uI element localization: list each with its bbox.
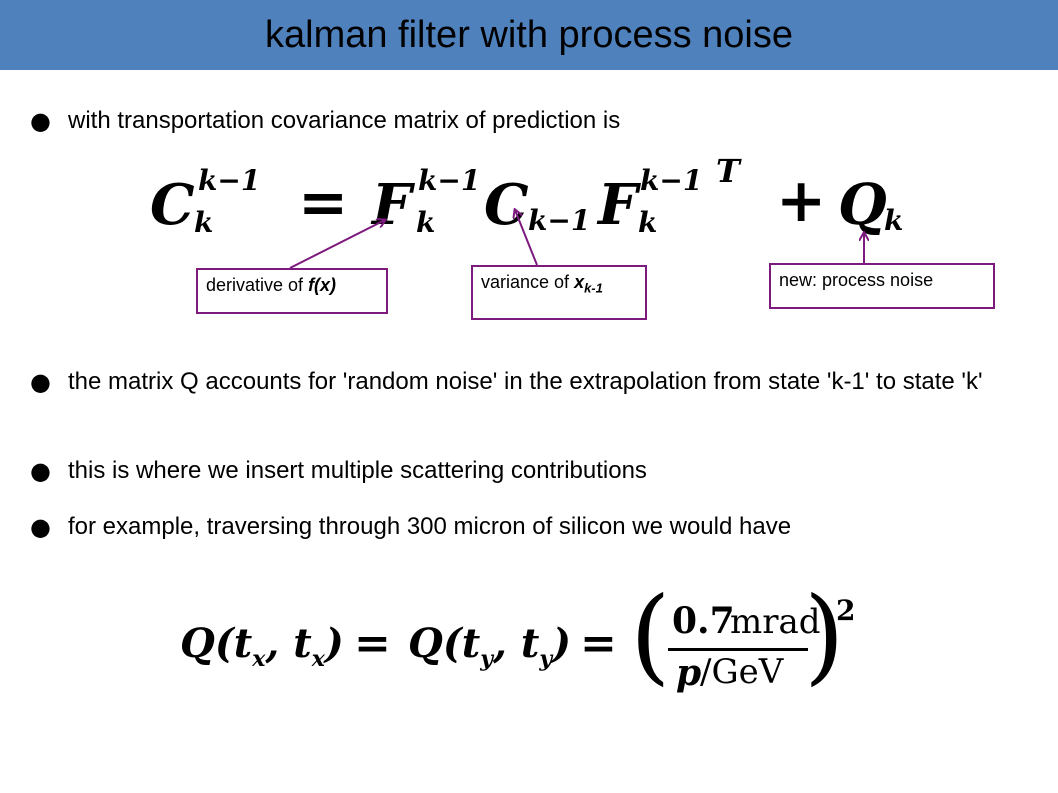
title-bar <box>0 0 1058 70</box>
eq2-q2-sub2: y <box>539 646 553 672</box>
bullet-text: with transportation covariance matrix of… <box>68 107 621 134</box>
bullet-text: for example, traversing through 300 micr… <box>68 513 792 540</box>
annotation-variance: variance of xk-1 <box>471 265 647 320</box>
bullet-text: the matrix Q accounts for 'random noise'… <box>68 368 983 395</box>
eq2-q1-sub2: x <box>311 646 325 672</box>
eq2-q2-close: ) <box>552 620 572 667</box>
eq2-q1-sub1: x <box>252 646 266 672</box>
eq1-lhs-sup: k−1 <box>198 164 261 197</box>
eq2-numerator-unit: mrad <box>730 602 821 642</box>
eq1-ft-base: F <box>598 172 638 238</box>
arrow-derivative <box>289 220 385 269</box>
eq1-f-sup: k−1 <box>418 164 481 197</box>
bullet-marker: ● <box>30 107 51 135</box>
eq2-q2-mid: , t <box>493 620 540 667</box>
eq1-lhs-sub: k <box>194 206 214 239</box>
eq2-denominator-var: p <box>676 652 702 694</box>
eq1-lhs-base: C <box>150 172 195 238</box>
eq1-q-base: Q <box>838 172 887 238</box>
eq2-q1: Q(tx, tx) <box>180 620 344 672</box>
eq2-left-paren: ( <box>630 574 671 696</box>
eq1-ft-sup: k−1 <box>640 164 703 197</box>
annotation-process-noise: new: process noise <box>769 263 995 309</box>
annotation-variance-x: x <box>574 272 585 292</box>
eq2-q1-close: ) <box>324 620 344 667</box>
eq1-q-sub: k <box>884 204 904 237</box>
bullet-marker: ● <box>30 457 51 485</box>
eq2-q2-sub1: y <box>480 646 494 672</box>
annotation-derivative-prefix: derivative of <box>206 275 309 295</box>
annotation-process-noise-text: new: process noise <box>779 270 934 290</box>
eq1-f-sub: k <box>416 206 436 239</box>
eq1-transpose: T <box>716 152 740 190</box>
eq2-right-paren: ) <box>804 574 845 696</box>
bullet-marker: ● <box>30 513 51 541</box>
eq1-ft-sub: k <box>638 206 658 239</box>
eq1-c-sub: k−1 <box>528 204 591 237</box>
eq2-equals-2: = <box>580 618 617 669</box>
eq2-q1-open: Q(t <box>180 620 253 667</box>
eq2-fraction-bar <box>668 648 808 651</box>
eq2-numerator-value: 0.7 <box>672 600 735 642</box>
annotation-derivative: derivative of f(x) <box>196 268 388 314</box>
annotation-variance-sub: k-1 <box>584 280 603 296</box>
eq2-exponent: 2 <box>836 594 856 627</box>
eq2-q1-mid: , t <box>265 620 312 667</box>
arrow-variance <box>515 210 538 266</box>
eq2-denominator-unit: /GeV <box>700 652 784 692</box>
bullet-text: this is where we insert multiple scatter… <box>68 457 647 484</box>
annotation-variance-prefix: variance of <box>481 272 575 292</box>
slide-title: kalman filter with process noise <box>265 14 793 56</box>
eq2-q2: Q(ty, ty) <box>408 620 571 672</box>
eq1-plus: + <box>776 166 827 236</box>
bullet-marker: ● <box>30 368 51 396</box>
eq1-equals: = <box>298 168 349 238</box>
annotation-derivative-fx: f(x) <box>308 275 337 295</box>
eq2-equals-1: = <box>354 618 391 669</box>
eq2-q2-open: Q(t <box>408 620 481 667</box>
